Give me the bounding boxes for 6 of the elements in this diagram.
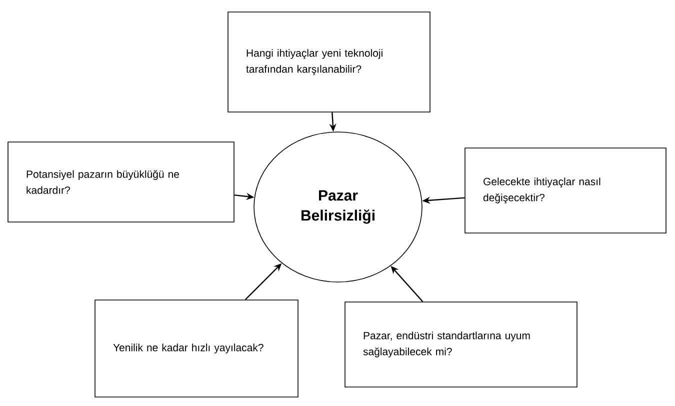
question-box: Gelecekte ihtiyaçlar nasıl değişecektir? [464, 148, 666, 234]
question-box: Pazar, endüstri standartlarına uyum sağlayabilecek mi? [344, 302, 578, 388]
question-box: Hangi ihtiyaçlar yeni teknoloji tarafından karşılanabilir? [228, 12, 430, 112]
question-box: Yenilik ne kadar hızlı yayılacak? [94, 300, 298, 398]
ellipse-node: Pazar Belirsizliği [254, 132, 422, 282]
question-box: Potansiyel pazarın büyüklüğü ne kadardır? [8, 142, 234, 222]
